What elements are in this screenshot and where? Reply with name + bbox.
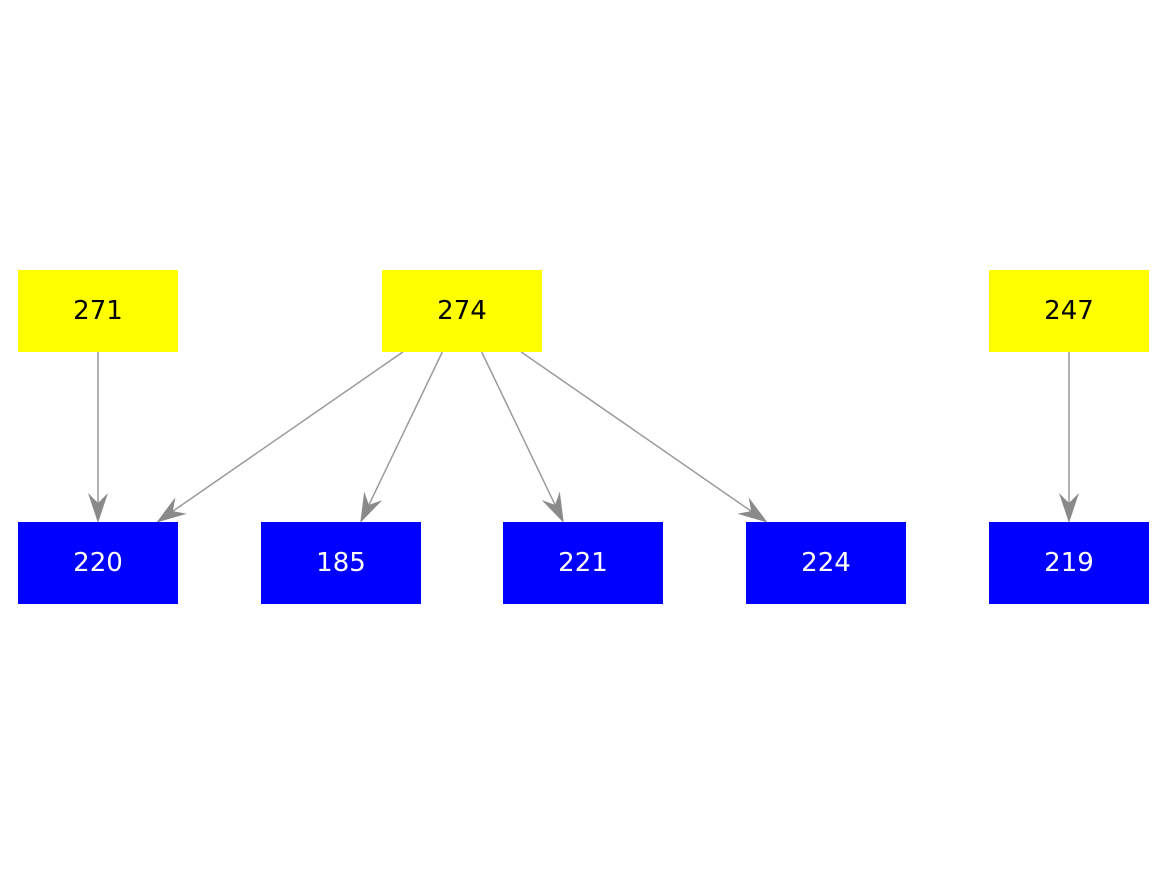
node-label: 219: [1044, 548, 1094, 578]
node-274: 274: [382, 270, 542, 352]
node-label: 220: [73, 548, 123, 578]
node-label: 247: [1044, 296, 1094, 326]
edge-274-221: [481, 351, 557, 507]
edge-274-224: [520, 351, 753, 513]
node-label: 271: [73, 296, 123, 326]
edge-arrowhead-274-221: [541, 491, 564, 523]
node-221: 221: [503, 522, 663, 604]
node-271: 271: [18, 270, 178, 352]
edge-274-185: [367, 351, 443, 507]
node-185: 185: [261, 522, 421, 604]
edge-274-220: [171, 351, 404, 513]
node-label: 274: [437, 296, 487, 326]
node-label: 185: [316, 548, 366, 578]
edge-arrowhead-274-220: [156, 497, 187, 523]
node-224: 224: [746, 522, 906, 604]
edge-arrowhead-274-185: [360, 491, 383, 523]
edge-arrowhead-274-224: [737, 497, 768, 523]
node-label: 224: [801, 548, 851, 578]
node-label: 221: [558, 548, 608, 578]
node-219: 219: [989, 522, 1149, 604]
node-220: 220: [18, 522, 178, 604]
node-247: 247: [989, 270, 1149, 352]
